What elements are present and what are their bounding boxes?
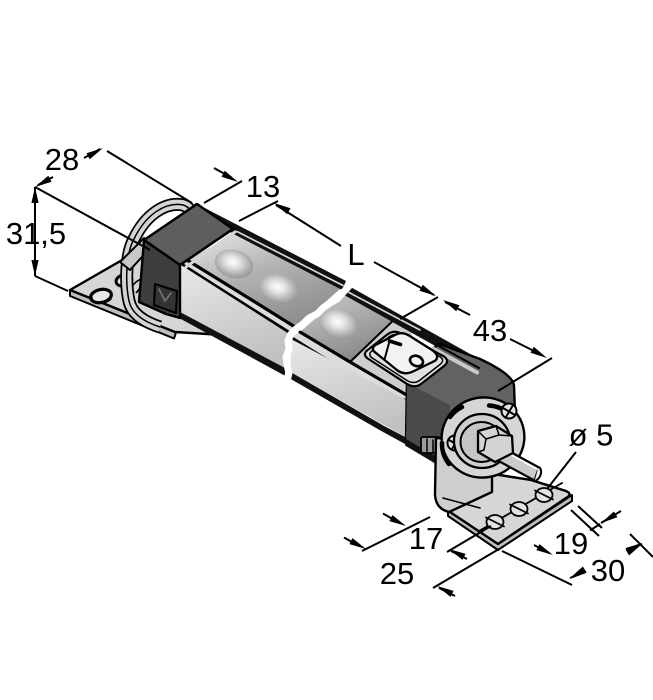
svg-text:19: 19 [554, 526, 588, 561]
svg-text:28: 28 [45, 142, 79, 177]
svg-text:13: 13 [246, 169, 280, 204]
svg-text:43: 43 [473, 313, 507, 348]
svg-text:25: 25 [380, 556, 414, 591]
svg-text:30: 30 [591, 553, 625, 588]
svg-text:ø 5: ø 5 [569, 418, 614, 453]
svg-text:31,5: 31,5 [6, 216, 66, 251]
svg-text:17: 17 [409, 521, 443, 556]
svg-text:L: L [347, 237, 364, 272]
